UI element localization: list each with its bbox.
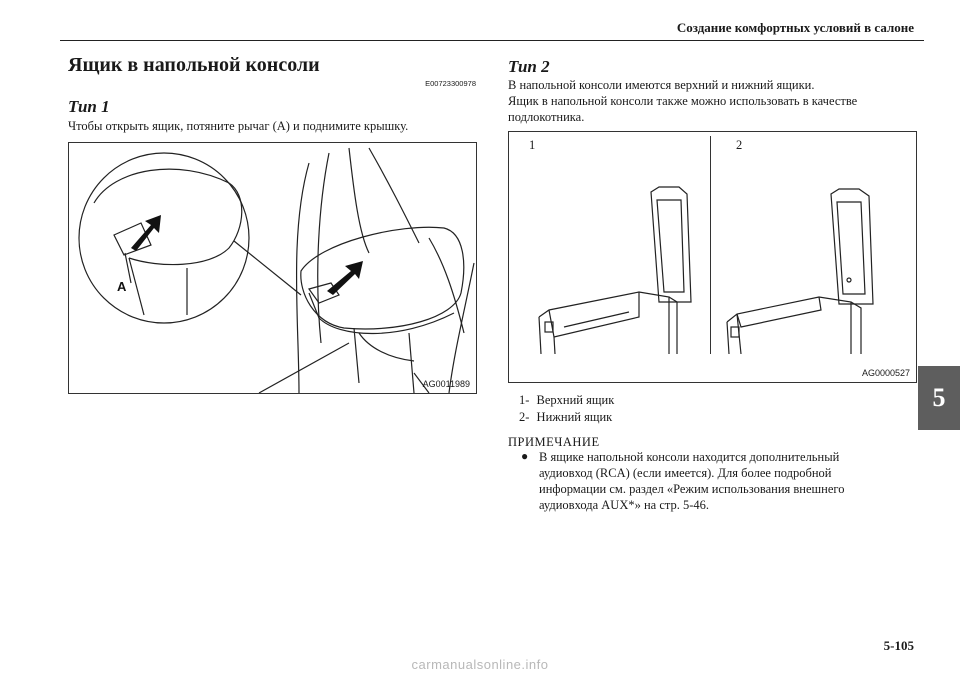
legend-text-1: Верхний ящик bbox=[536, 393, 615, 407]
lever-a-label: A bbox=[117, 279, 127, 294]
page-number: 5-105 bbox=[883, 638, 914, 653]
console-boxes-illustration bbox=[538, 186, 874, 355]
figure-type2: 1 2 AG0000527 bbox=[508, 131, 917, 383]
armrest-lever-illustration: A bbox=[78, 147, 475, 393]
figure-label-2: 2 bbox=[736, 138, 743, 152]
legend-item-2: 2- Нижний ящик bbox=[519, 409, 612, 426]
type1-heading: Тип 1 bbox=[68, 97, 110, 116]
figure-type2-code: AG0000527 bbox=[861, 368, 910, 378]
note-bullet: ● bbox=[521, 449, 529, 463]
watermark: carmanualsonline.info bbox=[411, 657, 549, 672]
note-title: ПРИМЕЧАНИЕ bbox=[508, 435, 600, 449]
section-code: E00723300978 bbox=[425, 79, 476, 88]
legend-num-2: 2- bbox=[519, 410, 530, 424]
figure-type1-code: AG0011989 bbox=[422, 379, 470, 389]
type2-line2: Ящик в напольной консоли также можно исп… bbox=[508, 94, 858, 108]
type2-line3: подлокотника. bbox=[508, 110, 585, 124]
legend-item-1: 1- Верхний ящик bbox=[519, 392, 614, 409]
figure-label-1: 1 bbox=[529, 138, 536, 152]
type2-heading: Тип 2 bbox=[508, 57, 550, 76]
legend-text-2: Нижний ящик bbox=[536, 410, 613, 424]
section-title: Ящик в напольной консоли bbox=[68, 54, 320, 76]
figure-divider bbox=[710, 136, 711, 354]
figure-type1: A AG0011989 bbox=[68, 142, 477, 394]
header-divider bbox=[60, 40, 924, 41]
type2-line1: В напольной консоли имеются верхний и ни… bbox=[508, 78, 815, 92]
note-line-2: аудиовход (RCA) (если имеется). Для боле… bbox=[539, 466, 832, 480]
running-header: Создание комфортных условий в салоне bbox=[676, 20, 914, 35]
type1-text: Чтобы открыть ящик, потяните рычаг (A) и… bbox=[68, 119, 409, 133]
note-line-3: информации см. раздел «Режим использован… bbox=[539, 482, 845, 496]
note-line-1: В ящике напольной консоли находится допо… bbox=[539, 450, 840, 464]
chapter-tab: 5 bbox=[918, 366, 960, 430]
note-line-4: аудиовхода AUX*» на стр. 5-46. bbox=[539, 498, 710, 512]
legend-num-1: 1- bbox=[519, 393, 530, 407]
